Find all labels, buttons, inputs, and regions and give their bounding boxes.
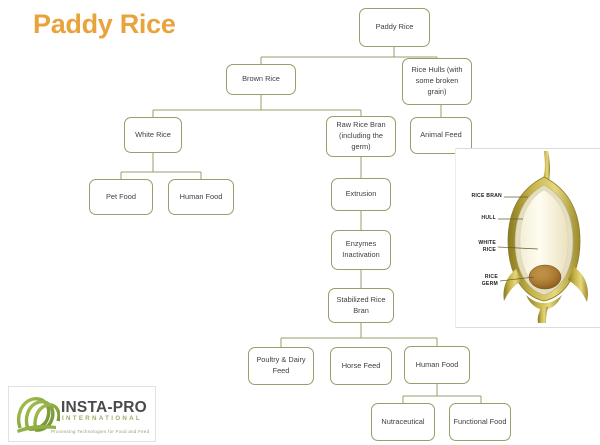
rice-callout-leaders — [497, 196, 539, 282]
rice-callout-rice-bran: RICE BRAN — [471, 193, 502, 199]
node-label: Enzymes Inactivation — [342, 239, 380, 259]
node-label: Rice Hulls (with some broken grain) — [411, 65, 463, 96]
node-label: Functional Food — [453, 416, 507, 426]
node-poultry-dairy-feed[interactable]: Poultry & Dairy Feed — [248, 347, 314, 385]
node-label: Human Food — [179, 191, 223, 201]
rice-kernel-icon — [503, 151, 588, 323]
node-human-food-white-rice[interactable]: Human Food — [168, 179, 234, 215]
node-label: Pet Food — [106, 191, 136, 201]
node-label: White Rice — [135, 129, 171, 139]
node-white-rice[interactable]: White Rice — [124, 117, 182, 153]
node-raw-rice-bran[interactable]: Raw Rice Bran (including the germ) — [326, 116, 396, 157]
node-animal-feed[interactable]: Animal Feed — [410, 117, 472, 154]
logo-subtitle: INTERNATIONAL — [62, 415, 142, 422]
node-pet-food[interactable]: Pet Food — [89, 179, 153, 215]
logo-leaf-icon — [16, 397, 60, 433]
node-label: Raw Rice Bran (including the germ) — [336, 120, 386, 151]
node-label: Human Food — [415, 359, 459, 369]
rice-callout-rice-germ: RICE GERM — [481, 274, 498, 287]
node-label: Animal Feed — [420, 130, 462, 140]
node-stabilized-rice-bran[interactable]: Stabilized Rice Bran — [328, 288, 394, 323]
node-label: Horse Feed — [341, 360, 381, 370]
node-extrusion[interactable]: Extrusion — [331, 178, 391, 211]
logo-wordmark: INSTA-PRO — [61, 399, 147, 416]
rice-callout-white-rice: WHITE RICE — [478, 240, 496, 253]
node-brown-rice[interactable]: Brown Rice — [226, 64, 296, 95]
node-label: Extrusion — [345, 189, 377, 199]
node-paddy-rice[interactable]: Paddy Rice — [359, 8, 430, 47]
page-title: Paddy Rice — [33, 9, 176, 39]
rice-callout-hull: HULL — [481, 215, 496, 221]
node-functional-food[interactable]: Functional Food — [449, 403, 511, 441]
node-label: Paddy Rice — [375, 22, 414, 32]
node-enzymes-inactivation[interactable]: Enzymes Inactivation — [331, 230, 391, 270]
rice-kernel-diagram: RICE BRAN HULL WHITE RICE RICE GERM — [455, 148, 600, 328]
node-label: Poultry & Dairy Feed — [256, 355, 306, 375]
node-horse-feed[interactable]: Horse Feed — [330, 347, 392, 385]
node-label: Stabilized Rice Bran — [336, 294, 386, 315]
logo-tagline: Processing Technologies for Food and Fee… — [51, 429, 150, 434]
node-rice-hulls[interactable]: Rice Hulls (with some broken grain) — [402, 58, 472, 105]
node-label: Brown Rice — [242, 74, 280, 84]
insta-pro-logo: INSTA-PRO INTERNATIONAL Processing Techn… — [8, 386, 156, 442]
node-label: Nutraceutical — [381, 416, 425, 426]
node-human-food-bran[interactable]: Human Food — [404, 346, 470, 384]
node-nutraceutical[interactable]: Nutraceutical — [371, 403, 435, 441]
